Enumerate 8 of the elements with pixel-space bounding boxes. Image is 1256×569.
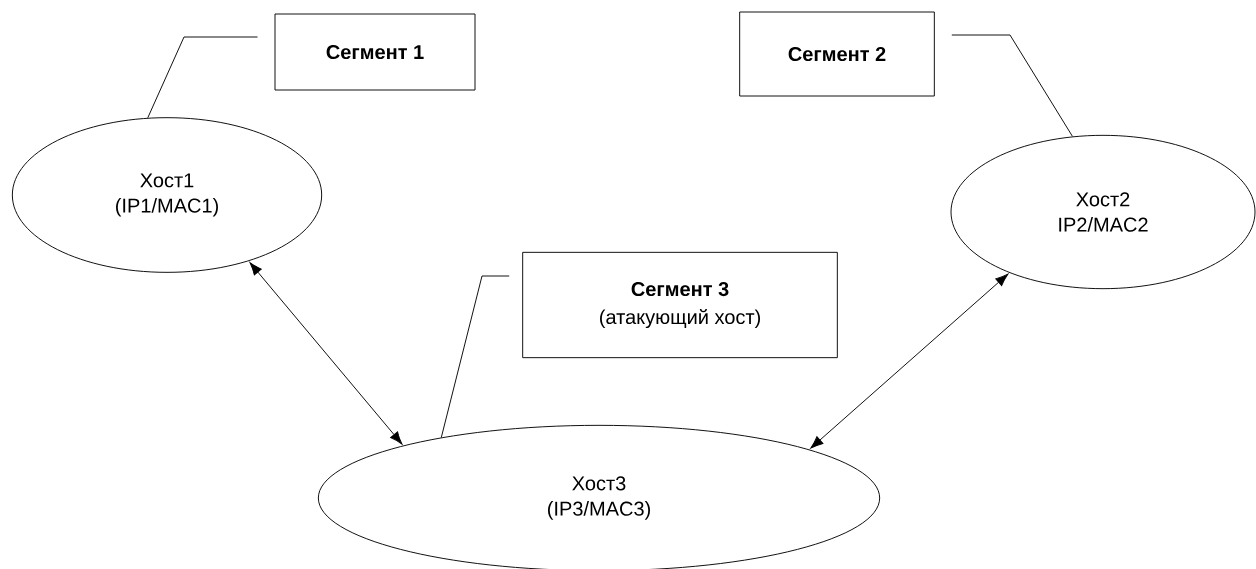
label-box: Сегмент 1 (274, 13, 476, 91)
arrow (249, 262, 403, 445)
leader-line (440, 275, 510, 438)
leader-line (951, 34, 1073, 137)
leader-line (147, 36, 258, 119)
label-box: Сегмент 3 (атакующий хост) (522, 251, 838, 359)
arrow (810, 273, 1009, 449)
label-box: Сегмент 2 (739, 11, 935, 97)
